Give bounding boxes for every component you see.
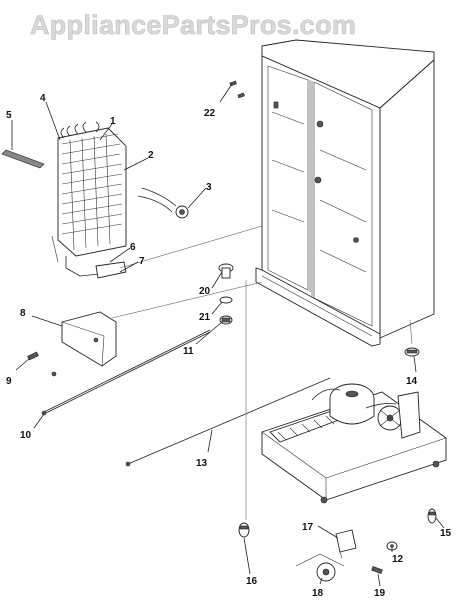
part-17-bracket [335, 529, 357, 559]
refrigerator-cabinet [255, 39, 435, 347]
part-16-roller [238, 522, 250, 538]
callout-1: 1 [110, 116, 116, 127]
part-13-tube [127, 377, 331, 465]
part-14-foot [404, 347, 420, 357]
callout-22: 22 [204, 108, 216, 119]
callout-16: 16 [246, 576, 258, 587]
callout-3: 3 [206, 182, 212, 193]
evaporator-coil [51, 121, 127, 279]
callout-labels: 1 2 3 4 5 6 7 8 9 10 11 12 13 14 15 16 1… [6, 93, 452, 599]
callout-12: 12 [392, 554, 404, 565]
part-22-screws [229, 80, 245, 99]
leader-lines [11, 83, 445, 587]
part-10-tube [43, 329, 211, 413]
callout-10: 10 [20, 430, 32, 441]
callout-6: 6 [130, 242, 136, 253]
part-5-strip [1, 149, 45, 169]
part-15-roller [427, 508, 437, 524]
callout-15: 15 [440, 528, 452, 539]
part-19-pin [371, 566, 383, 574]
part-9-screw [27, 351, 57, 377]
callout-18: 18 [312, 588, 324, 599]
callout-17: 17 [302, 522, 314, 533]
callout-13: 13 [196, 458, 208, 469]
callout-5: 5 [6, 110, 12, 121]
machine-compartment [261, 383, 447, 504]
callout-7: 7 [139, 256, 145, 267]
callout-20: 20 [199, 286, 211, 297]
guide-lines [111, 225, 413, 520]
callout-11: 11 [183, 346, 194, 357]
part-18-wheel [295, 553, 345, 582]
part-3-thermostat [137, 187, 189, 219]
callout-19: 19 [374, 588, 386, 599]
callout-9: 9 [6, 376, 12, 387]
callout-4: 4 [40, 93, 46, 104]
callout-21: 21 [199, 312, 211, 323]
watermark-text: AppliancePartsPros.com [30, 10, 356, 40]
callout-8: 8 [20, 308, 26, 319]
callout-14: 14 [406, 376, 418, 387]
callout-2: 2 [148, 150, 154, 161]
parts-20-21-11 [218, 263, 234, 325]
part-8-housing [61, 311, 117, 367]
